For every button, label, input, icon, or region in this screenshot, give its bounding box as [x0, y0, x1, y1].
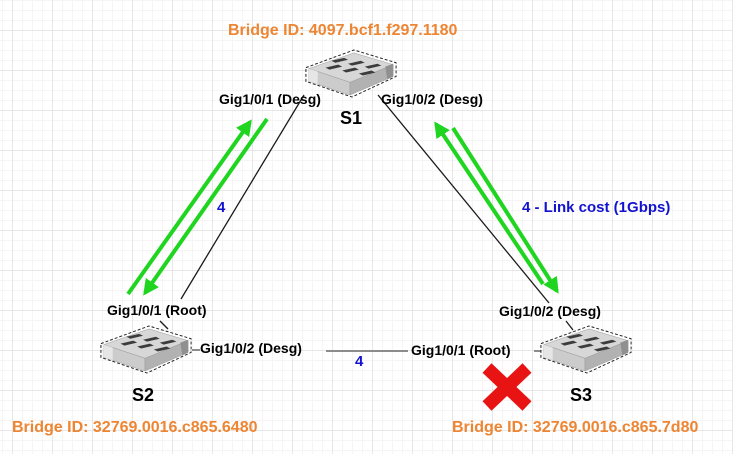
port-label-s3-gig102: Gig1/0/2 (Desg)	[499, 303, 601, 319]
bpdu-arrow-s1-to-s3	[451, 126, 559, 294]
blocked-port-x-icon	[482, 363, 532, 411]
link-s1-s3-stub[interactable]	[565, 320, 574, 331]
port-label-s2-gig102: Gig1/0/2 (Desg)	[200, 340, 302, 356]
bridge-id-s3: Bridge ID: 32769.0016.c865.7d80	[452, 419, 699, 436]
cost-label-s1-s3: 4 - Link cost (1Gbps)	[522, 199, 671, 216]
link-s1-s2[interactable]	[180, 94, 305, 300]
bridge-id-s1: Bridge ID: 4097.bcf1.f297.1180	[228, 22, 458, 39]
port-label-s1-gig101: Gig1/0/1 (Desg)	[219, 91, 321, 107]
port-label-s1-gig102: Gig1/0/2 (Desg)	[381, 91, 483, 107]
switch-name-s2: S2	[132, 385, 155, 405]
link-s1-s2-stub[interactable]	[159, 320, 169, 330]
cost-label-s1-s2: 4	[217, 199, 226, 216]
bridge-id-s2: Bridge ID: 32769.0016.c865.6480	[12, 419, 258, 436]
bpdu-arrow-s1-to-s2	[143, 117, 269, 296]
port-label-s3-gig101: Gig1/0/1 (Root)	[411, 342, 511, 358]
switch-name-s1: S1	[340, 108, 363, 128]
port-label-s2-gig101: Gig1/0/1 (Root)	[107, 302, 207, 318]
switch-name-s3: S3	[570, 385, 593, 405]
bpdu-arrow-s3-to-s1	[434, 121, 545, 286]
switch-icon-s3[interactable]	[537, 324, 635, 375]
cost-label-s2-s3: 4	[355, 353, 364, 370]
link-s1-s3[interactable]	[377, 94, 550, 304]
bpdu-arrow-s2-to-s1	[126, 119, 252, 296]
switch-icon-s2[interactable]	[97, 324, 195, 375]
